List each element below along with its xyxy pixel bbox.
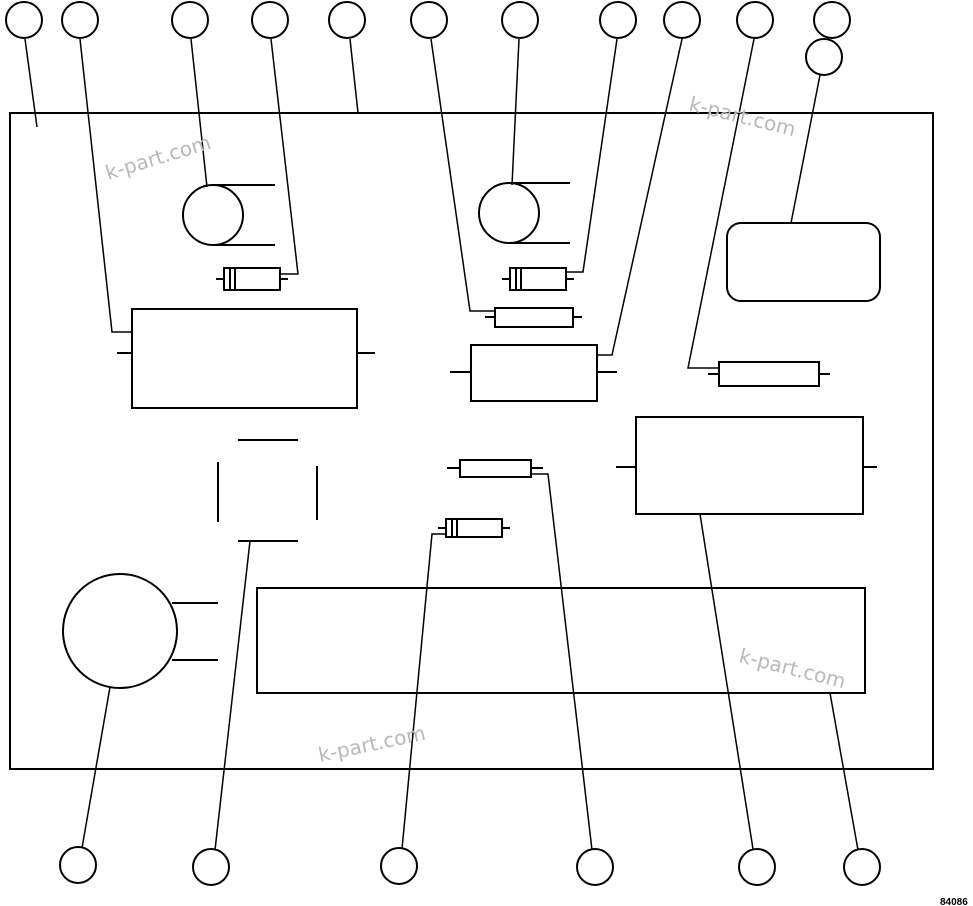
diode-left	[216, 267, 288, 291]
round-component-middle	[478, 182, 570, 244]
component-block-right	[616, 416, 877, 515]
callout-circle	[738, 848, 776, 886]
callout-circle	[5, 1, 43, 39]
long-module	[256, 587, 866, 694]
callout-circle	[813, 1, 851, 39]
round-component-large	[62, 573, 218, 689]
diode-middle	[502, 267, 574, 291]
board-outline	[9, 112, 934, 770]
figure-number: 84086	[940, 897, 968, 906]
watermark: k-part.com	[737, 644, 848, 694]
callout-circle	[251, 1, 289, 39]
callout-circle	[663, 1, 701, 39]
callout-circle	[328, 1, 366, 39]
diode-lower	[438, 518, 510, 538]
bottom-leader-lines	[81, 473, 859, 851]
resistor-right	[708, 361, 830, 387]
callout-circle	[410, 1, 448, 39]
watermark: k-part.com	[102, 130, 213, 185]
callout-circle	[599, 1, 637, 39]
callout-circle	[192, 848, 230, 886]
component-block-middle	[450, 344, 617, 402]
square-component	[217, 439, 318, 542]
callout-circle	[736, 1, 774, 39]
resistor-middle-upper	[485, 307, 582, 328]
callout-circle	[380, 847, 418, 885]
callout-circle	[501, 1, 539, 39]
rounded-module	[726, 222, 881, 302]
round-component-left	[182, 184, 275, 246]
callout-circle	[171, 1, 209, 39]
callout-circle	[59, 846, 97, 884]
callout-circle	[576, 848, 614, 886]
callout-circle	[61, 1, 99, 39]
callout-circle	[805, 38, 843, 76]
component-block-left	[117, 308, 375, 409]
resistor-middle-lower	[447, 459, 543, 478]
top-leader-lines	[24, 38, 821, 369]
callout-circle	[843, 848, 881, 886]
